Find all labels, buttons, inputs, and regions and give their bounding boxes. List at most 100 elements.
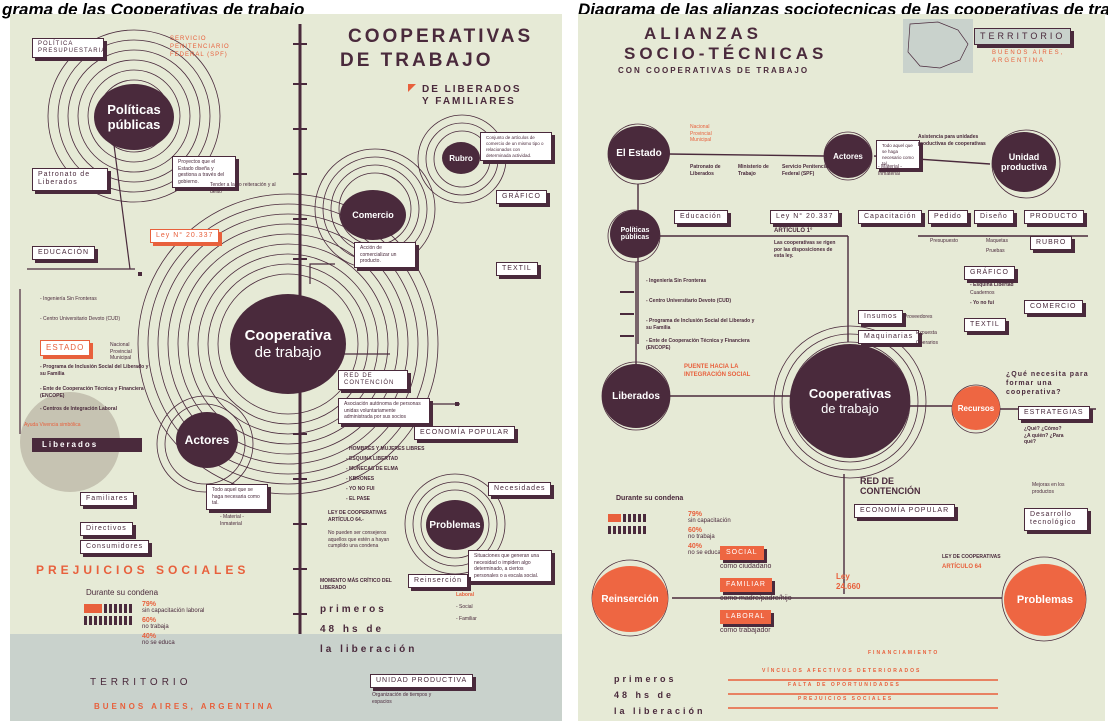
right-unidad-circle: Unidad productiva (992, 132, 1056, 192)
right-operarios: Operarios (916, 340, 938, 346)
right-actores-label: Actores (833, 151, 863, 161)
left-econ-box: ECONOMÍA POPULAR (414, 426, 516, 441)
right-nacional: Nacional Provincial Municipal (690, 124, 712, 143)
right-liberados-label: Liberados (612, 390, 660, 402)
left-rubro-circle: Rubro (442, 142, 480, 174)
right-puente: PUENTE HACIA LA INTEGRACIÓN SOCIAL (684, 364, 751, 378)
right-liberados-circle: Liberados (602, 364, 670, 428)
right-financiamiento: FINANCIAMIENTO (868, 650, 940, 656)
left-familiar: - Familiar (456, 616, 477, 622)
left-unidad-note: Organización de tiempos y espacios (372, 692, 432, 705)
right-problemas-label: Problemas (1016, 594, 1074, 606)
left-coop-label-2: de trabajo (254, 344, 322, 361)
left-politicas-label: Políticas públicas (107, 102, 161, 132)
left-lab1: sin capacitación laboral (142, 608, 205, 614)
left-spf-label: SERVICIO PENITENCIARIO FEDERAL (SPF) (170, 36, 230, 58)
left-laboral: Laboral (456, 592, 475, 598)
right-recursos-label: Recursos (957, 403, 995, 413)
left-baires: BUENOS AIRES, ARGENTINA (94, 702, 276, 711)
right-textil-box: TEXTIL (964, 318, 1006, 333)
right-laboral-box: LABORAL (720, 610, 772, 625)
right-expuesta: Expuesta (916, 330, 937, 336)
right-poster: ALIANZAS SOCIO-TÉCNICAS CON COOPERATIVAS… (578, 14, 1105, 721)
right-educacion-box: Educación (674, 210, 728, 225)
right-articulo: ARTÍCULO 1° (774, 228, 813, 234)
left-liberados-bar: Liberados (32, 438, 142, 452)
right-spf: Servicio Penitenciario Federal (SPF) (782, 164, 835, 177)
left-territorio: TERRITORIO (90, 677, 192, 688)
right-que: ¿Qué necesita para formar una cooperativ… (1006, 371, 1089, 397)
right-primeros: primeros (614, 674, 677, 684)
left-coop-label-1: Cooperativa (244, 327, 332, 344)
right-politicas-label: Políticas públicas (620, 227, 650, 241)
left-patronato-box: Patronato de Liberados (32, 168, 108, 191)
left-problemas-label: Problemas (429, 519, 481, 531)
left-ente: - Ente de Cooperación Técnica y Financie… (40, 386, 144, 399)
left-prog: - Programa de Inclusión Social del Liber… (40, 364, 149, 377)
left-durante: Durante su condena (86, 588, 159, 597)
right-estrategias-box: ESTRATEGIAS (1018, 406, 1090, 421)
right-coop-label-1: Cooperativas (808, 386, 892, 401)
left-grafico-box: GRÁFICO (496, 190, 547, 205)
right-comercio-box: COMERCIO (1024, 300, 1083, 315)
right-maquetas: Maquetas (986, 238, 1008, 244)
right-actores-circle: Actores (824, 134, 872, 178)
left-kbrones: - KBRONES (346, 476, 375, 482)
left-problemas-circle: Problemas (426, 500, 484, 550)
left-leycoop-note: No pueden ser consejeros aquellos que es… (328, 530, 390, 549)
right-politicas-circle: Políticas públicas (610, 210, 660, 258)
right-lab3: no se educa (688, 550, 721, 556)
left-familiares-box: Familiares (80, 492, 135, 507)
right-que2: ¿Qué? ¿Cómo? ¿A quién? ¿Para qué? (1024, 426, 1064, 445)
right-lab1: sin capacitación (688, 518, 731, 524)
left-red-note: Asociación autónoma de personas unidas v… (338, 398, 430, 424)
left-reinsercion-box: Reinserción (408, 574, 468, 589)
right-baires: BUENOS AIRES, ARGENTINA (992, 50, 1065, 64)
left-politica-box: POLÍTICA PRESUPUESTARIA (32, 38, 105, 59)
right-maquinarias-box: Maquinarias (858, 330, 920, 345)
right-diseno-box: Diseño (974, 210, 1014, 225)
right-title-1: ALIANZAS (644, 24, 762, 43)
left-centros: - Centros de Integración Laboral (40, 406, 117, 412)
left-ley-box: Ley N° 20.337 (150, 229, 220, 244)
right-como1: como ciudadano (720, 563, 772, 570)
right-desarrollo-box: Desarrollo tecnológico (1024, 508, 1088, 531)
right-social-box: SOCIAL (720, 546, 764, 561)
right-vinculos: VÍNCULOS AFECTIVOS DETERIORADOS (762, 668, 922, 674)
right-pct2: 60% (688, 527, 703, 534)
left-red-box: RED DE CONTENCIÓN (338, 370, 408, 391)
left-nacional: Nacional Provincial Municipal (110, 342, 132, 361)
right-coop-label-2: de trabajo (821, 401, 879, 416)
right-centro: - Centro Universitario Devoto (CUD) (646, 298, 732, 304)
left-politicas-circle: Políticas públicas (94, 84, 174, 150)
right-reinsercion-label: Reinserción (601, 593, 659, 605)
right-estado-circle: El Estado (608, 126, 670, 180)
left-actores-note: Todo aquel que se haga necesaria como ta… (206, 484, 268, 510)
left-hombres: - HOMBRES Y MUJERES LIBRES (346, 446, 425, 452)
left-lab3: no se educa (142, 640, 175, 646)
right-rubro-box: RUBRO (1030, 236, 1073, 251)
right-esquina: - Esquina Libertad (970, 282, 1014, 288)
right-title-2: SOCIO-TÉCNICAS (624, 44, 828, 63)
right-material: - Material - Inmaterial (878, 164, 902, 177)
left-educacion-box: EDUCACIÓN (32, 246, 96, 261)
right-pct3: 40% (688, 543, 703, 550)
left-liberados-label: Liberados (42, 440, 99, 449)
right-subtitle: CON COOPERATIVAS DE TRABAJO (618, 66, 810, 75)
left-comercio-note: Acción de comercializar un producto. (354, 242, 416, 268)
right-problemas-circle: Problemas (1004, 564, 1086, 636)
left-pct3: 40% (142, 633, 157, 640)
left-flag-icon (408, 84, 416, 92)
left-momento: MOMENTO MÁS CRÍTICO DEL LIBERADO (320, 578, 392, 591)
right-territorio-box: TERRITORIO (974, 28, 1072, 45)
left-comercio-label: Comercio (352, 210, 394, 220)
left-munecas: - MUÑECAS DE ELMA (346, 466, 399, 472)
left-necesidades-box: Necesidades (488, 482, 552, 497)
right-prog: - Programa de Inclusión Social del Liber… (646, 318, 755, 331)
right-producto-box: PRODUCTO (1024, 210, 1084, 225)
right-familiar-box: FAMILIAR (720, 578, 772, 593)
right-art64: ARTÍCULO 64 (942, 564, 982, 570)
right-actores-note: Todo aquel que se haga necesario como ta… (876, 140, 920, 170)
